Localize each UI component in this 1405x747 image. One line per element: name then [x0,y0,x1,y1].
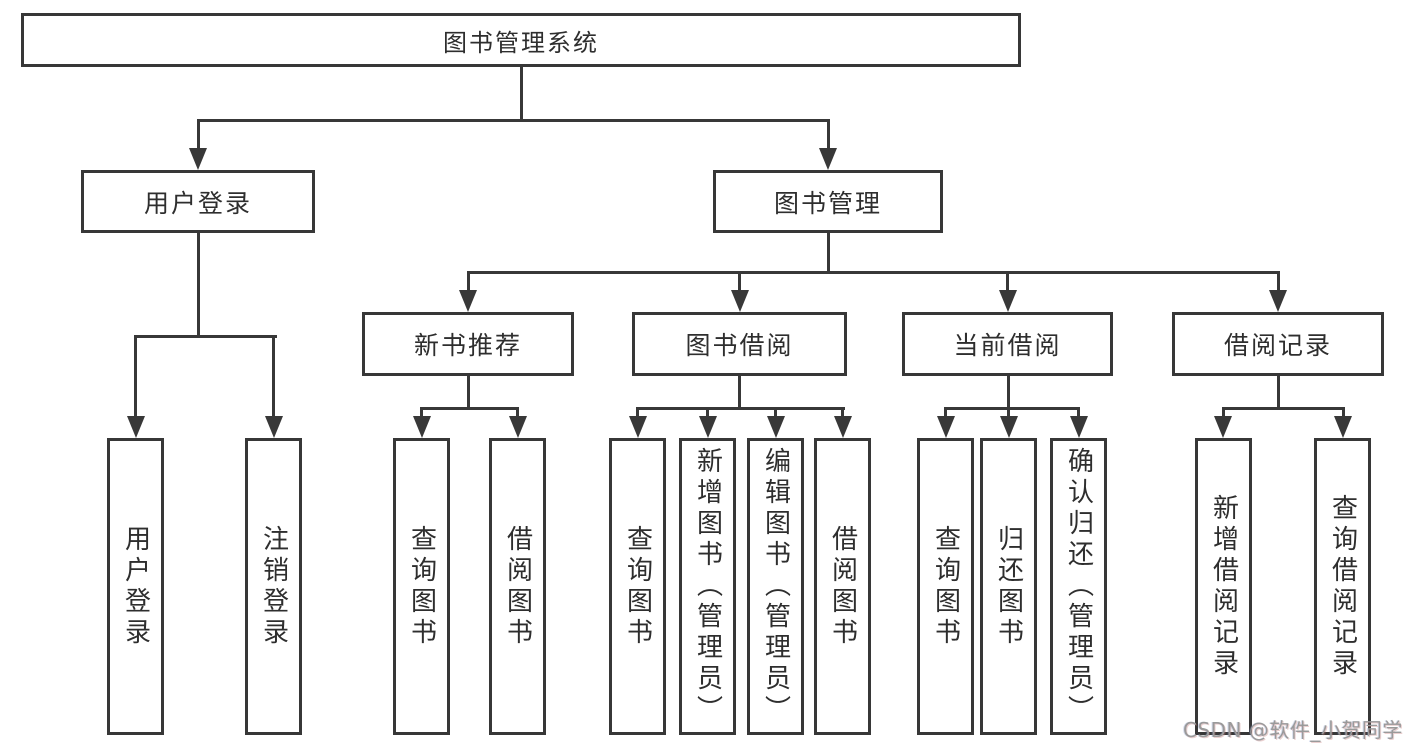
connector-book-borrow-drop [738,270,741,294]
leaf-br-query-record: 查询借阅记录 [1314,438,1371,735]
connector-user-login-stem [196,233,200,337]
node-current-borrow-label: 当前借阅 [953,331,1062,360]
node-current-borrow: 当前借阅 [902,312,1113,376]
arrow-down-current-borrow-icon [998,290,1017,312]
node-book-borrow-label: 图书借阅 [685,331,794,360]
leaf-cb-return-books-label: 归还图书 [993,524,1024,649]
connector-leaf-bb-edit-drop [774,406,777,420]
leaf-br-add-record: 新增借阅记录 [1195,438,1252,735]
connector-current-borrow-rail [944,406,1080,410]
arrow-down-leaf-nb-query-icon [412,416,431,438]
arrow-down-leaf-cb-query-icon [936,416,955,438]
node-new-book-recommend-label: 新书推荐 [413,331,522,360]
leaf-nb-query-books-label: 查询图书 [406,524,437,649]
connector-root-stem [520,67,523,121]
connector-leaf-cb-query-drop [944,406,947,420]
arrow-down-leaf-user-login-icon [126,416,145,438]
connector-book-management-stem [826,233,830,274]
leaf-user-login-label: 用户登录 [120,524,151,649]
leaf-cb-return-books: 归还图书 [980,438,1037,735]
connector-leaf-nb-query-drop [420,406,423,420]
csdn-watermark: CSDN @软件_小贺同学 [1183,718,1403,742]
arrow-down-leaf-bb-query-icon [628,416,647,438]
leaf-bb-borrow-books: 借阅图书 [814,438,871,735]
leaf-nb-query-books: 查询图书 [393,438,450,735]
connector-current-borrow-stem [1006,376,1010,410]
arrow-down-leaf-logout-icon [264,416,283,438]
leaf-bb-query-books-label: 查询图书 [622,524,653,649]
connector-new-book-recommend-drop [466,270,470,294]
connector-level2-rail [466,270,1280,274]
connector-leaf-br-add-drop [1221,406,1225,420]
connector-borrow-record-drop [1276,270,1280,294]
arrow-down-leaf-br-add-icon [1214,416,1232,438]
connector-user-login-rail [134,334,277,338]
connector-leaf-nb-borrow-drop [516,406,519,420]
connector-leaf-cb-confirm-drop [1077,406,1080,420]
node-new-book-recommend: 新书推荐 [362,312,574,376]
arrow-down-book-management-icon [819,148,837,170]
connector-leaf-user-login-drop [134,334,137,419]
leaf-cb-confirm-return-label: 确认归还（管理员） [1063,447,1094,726]
leaf-bb-borrow-books-label: 借阅图书 [827,524,858,649]
node-book-management: 图书管理 [713,170,943,233]
node-library-system: 图书管理系统 [21,13,1021,67]
connector-user-login-drop [196,118,200,151]
arrow-down-book-borrow-icon [730,290,749,312]
leaf-bb-add-books: 新增图书（管理员） [679,438,736,735]
node-library-system-label: 图书管理系统 [443,28,599,57]
arrow-down-leaf-nb-borrow-icon [508,416,527,438]
connector-level1-rail [196,118,830,122]
leaf-bb-edit-books: 编辑图书（管理员） [747,438,804,735]
arrow-down-leaf-bb-borrow-icon [833,416,852,438]
leaf-cb-query-books-label: 查询图书 [930,524,961,649]
node-borrow-record-label: 借阅记录 [1223,331,1332,360]
connector-leaf-br-query-drop [1341,406,1345,420]
leaf-cb-query-books: 查询图书 [917,438,974,735]
leaf-bb-edit-books-label: 编辑图书（管理员） [760,447,791,726]
connector-borrow-record-rail [1221,406,1345,410]
leaf-user-login: 用户登录 [107,438,164,735]
arrow-down-leaf-cb-return-icon [999,416,1018,438]
connector-book-borrow-rail [636,406,845,410]
connector-book-borrow-stem [738,376,741,410]
arrow-down-leaf-bb-add-icon [698,416,717,438]
connector-leaf-cb-return-drop [1007,406,1010,420]
arrow-down-leaf-br-query-icon [1334,416,1352,438]
arrow-down-user-login-icon [189,148,207,170]
leaf-br-add-record-label: 新增借阅记录 [1208,493,1239,680]
node-user-login-label: 用户登录 [143,188,252,218]
connector-leaf-bb-query-drop [636,406,639,420]
connector-borrow-record-stem [1276,376,1280,410]
leaf-br-query-record-label: 查询借阅记录 [1327,493,1358,680]
leaf-nb-borrow-books-label: 借阅图书 [502,524,533,649]
connector-book-management-drop [826,118,830,151]
arrow-down-new-book-recommend-icon [459,290,477,312]
node-book-management-label: 图书管理 [773,188,882,218]
leaf-nb-borrow-books: 借阅图书 [489,438,546,735]
node-borrow-record: 借阅记录 [1172,312,1384,376]
connector-current-borrow-drop [1006,270,1009,294]
leaf-cb-confirm-return: 确认归还（管理员） [1050,438,1107,735]
arrow-down-borrow-record-icon [1269,290,1287,312]
connector-new-book-recommend-stem [466,376,470,410]
connector-new-book-recommend-rail [420,406,519,410]
node-user-login: 用户登录 [81,170,315,233]
leaf-bb-query-books: 查询图书 [609,438,666,735]
leaf-bb-add-books-label: 新增图书（管理员） [692,447,723,726]
leaf-logout: 注销登录 [245,438,302,735]
arrow-down-leaf-cb-confirm-icon [1069,416,1088,438]
connector-leaf-bb-add-drop [706,406,709,420]
arrow-down-leaf-bb-edit-icon [766,416,785,438]
connector-leaf-logout-drop [272,334,275,419]
node-book-borrow: 图书借阅 [632,312,847,376]
leaf-logout-label: 注销登录 [258,524,289,649]
connector-leaf-bb-borrow-drop [841,406,844,420]
